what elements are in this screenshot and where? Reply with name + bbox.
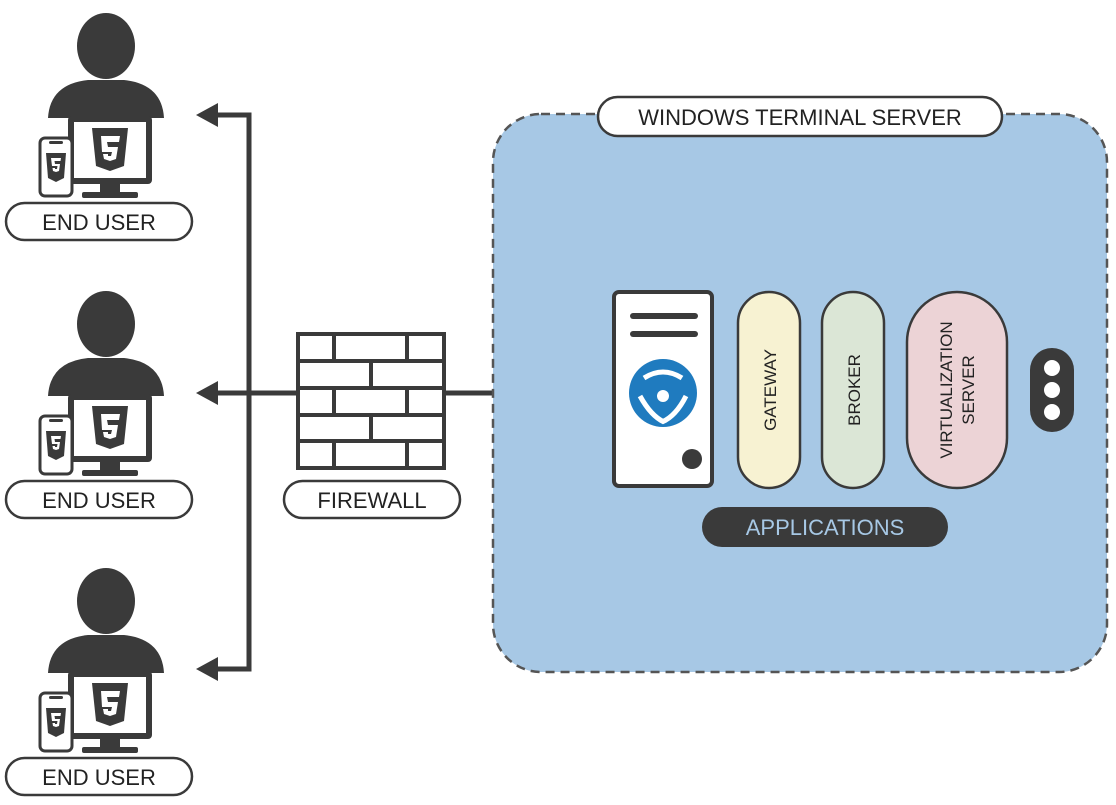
gateway-label: GATEWAY [761,349,780,431]
applications-label: APPLICATIONS [746,515,905,540]
blue-orbit-logo [629,359,697,427]
end-user-label: END USER [42,210,156,235]
virtualization-label-line2: SERVER [959,355,978,425]
arrow-left-icon [196,381,218,405]
more-dots-icon [1030,348,1074,432]
end-user-icon [38,11,166,200]
gateway-component: GATEWAY [736,290,802,490]
firewall-label-pill: FIREWALL [282,479,462,520]
end-user-label: END USER [42,488,156,513]
end-user-icon [38,566,166,755]
applications-bar: APPLICATIONS [702,507,948,547]
firewall-icon [296,332,446,470]
server-title: WINDOWS TERMINAL SERVER [638,105,962,130]
broker-label: BROKER [845,354,864,426]
firewall-label: FIREWALL [317,488,426,513]
end-user-label: END USER [42,765,156,790]
virtualization-label-line1: VIRTUALIZATION [937,321,956,458]
broker-component: BROKER [820,290,886,490]
arrow-left-icon [196,103,218,127]
end-user-1: END USER [4,11,194,242]
end-user-2: END USER [4,289,194,520]
tower-server-icon [612,290,714,488]
end-user-icon [38,289,166,478]
end-user-3: END USER [4,566,194,797]
virtualization-server-component: VIRTUALIZATION SERVER [905,290,1009,490]
arrow-left-icon [196,657,218,681]
